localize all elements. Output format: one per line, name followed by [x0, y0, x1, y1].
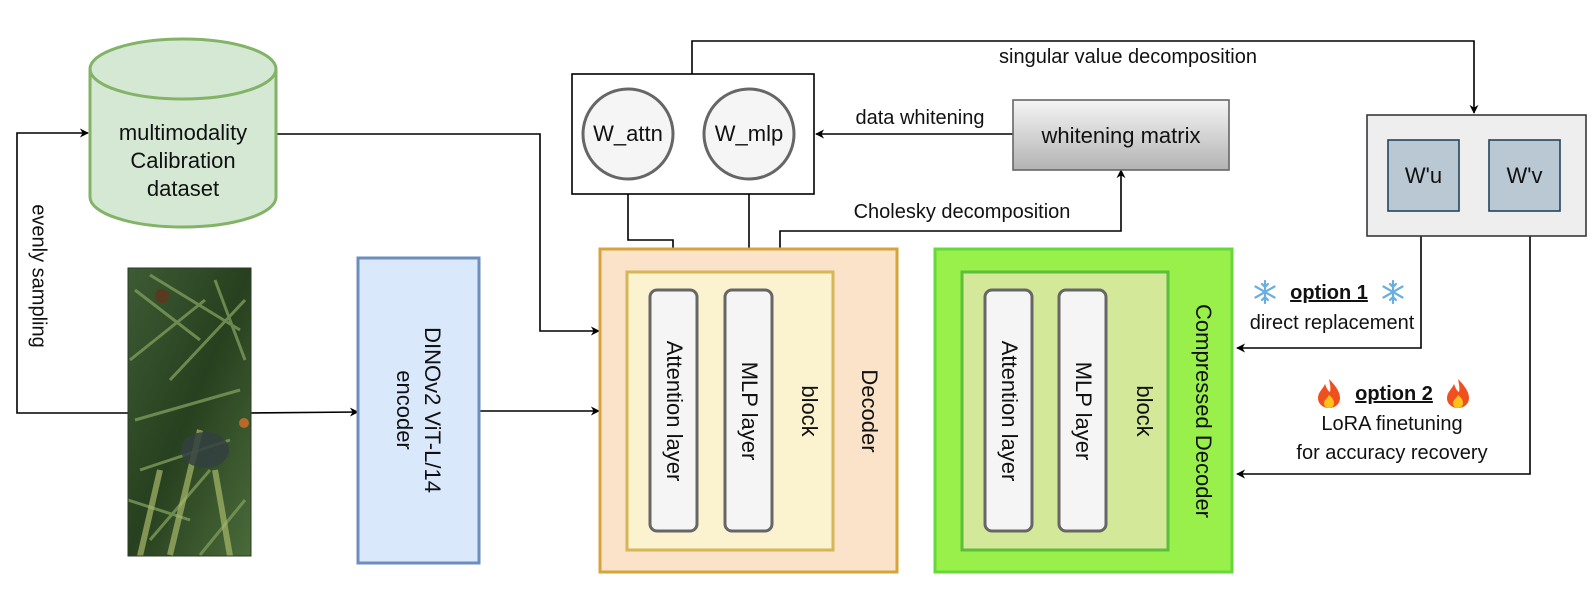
compressed-attention-layer — [983, 288, 1034, 533]
calibration-dataset: multimodality Calibration dataset — [88, 37, 278, 229]
option2-title: option 2 — [1355, 383, 1433, 405]
weights-panel: W_attn W_mlp — [571, 73, 815, 195]
encoder-label-line2: encoder — [392, 370, 417, 450]
edge-option2 — [1236, 236, 1531, 479]
fire-icon — [1318, 379, 1340, 408]
option2-line2: for accuracy recovery — [1296, 442, 1487, 464]
dataset-cylinder-body — [88, 69, 278, 229]
factor-v-box — [1488, 139, 1561, 212]
compressed-attention-label: Attention layer — [997, 341, 1022, 482]
option1-annotation: option 1 direct replacement — [1250, 279, 1415, 334]
svd-label: singular value decomposition — [999, 46, 1257, 68]
decoder-attention-layer — [648, 288, 699, 533]
w-attn-circle — [581, 87, 675, 181]
decoder-block-label: block — [797, 385, 822, 437]
whitening-matrix-node: whitening matrix — [1012, 99, 1230, 171]
factor-v-label: W'v — [1507, 163, 1543, 188]
decoder-mlp-label: MLP layer — [737, 362, 762, 461]
option1-subtitle: direct replacement — [1250, 312, 1415, 334]
compressed-mlp-layer — [1057, 288, 1108, 533]
edge-option1 — [1236, 236, 1422, 353]
input-image — [127, 267, 252, 557]
option2-line1: LoRA finetuning — [1321, 413, 1462, 435]
decoder-mlp-layer — [723, 288, 774, 533]
snowflake-icon — [1382, 279, 1404, 305]
compressed-mlp-label: MLP layer — [1071, 362, 1096, 461]
compressed-decoder-node: Compressed Decoder block Attention layer… — [933, 247, 1234, 574]
option2-annotation: option 2 LoRA finetuning for accuracy re… — [1296, 379, 1488, 464]
w-mlp-label: W_mlp — [715, 121, 783, 146]
edge-evenly-sampling — [16, 128, 128, 414]
factor-u-label: W'u — [1405, 163, 1442, 188]
encoder-label-line1: DINOv2 ViT-L/14 — [420, 327, 445, 493]
edge-labels: singular value decomposition data whiten… — [26, 44, 1263, 348]
evenly-sampling-label: evenly sampling — [28, 204, 50, 347]
w-attn-label: W_attn — [593, 121, 663, 146]
compressed-decoder-label: Compressed Decoder — [1191, 304, 1216, 518]
whitening-matrix-label: whitening matrix — [1041, 123, 1201, 148]
svd-factors-panel: W'u W'v — [1366, 114, 1587, 237]
data-whitening-label: data whitening — [856, 107, 985, 129]
option1-title: option 1 — [1290, 282, 1368, 304]
cholesky-label: Cholesky decomposition — [854, 201, 1071, 223]
dataset-label-line3: dataset — [147, 176, 219, 201]
compressed-block-label: block — [1132, 385, 1157, 437]
dataset-cylinder-top — [88, 37, 278, 101]
factor-u-box — [1387, 139, 1460, 212]
snowflake-icon — [1254, 279, 1276, 305]
edge-dataset-to-decoder — [276, 133, 600, 336]
decoder-node: Decoder block Attention layer MLP layer — [598, 247, 899, 574]
encoder-node: DINOv2 ViT-L/14 encoder — [356, 256, 481, 565]
w-mlp-circle — [702, 87, 796, 181]
dataset-label-line2: Calibration — [130, 148, 235, 173]
edge-image-to-encoder — [249, 407, 359, 417]
dataset-label-line1: multimodality — [119, 120, 247, 145]
edge-svd — [691, 40, 1479, 114]
decoder-label: Decoder — [857, 369, 882, 452]
fire-icon — [1447, 379, 1469, 408]
decoder-attention-label: Attention layer — [662, 341, 687, 482]
